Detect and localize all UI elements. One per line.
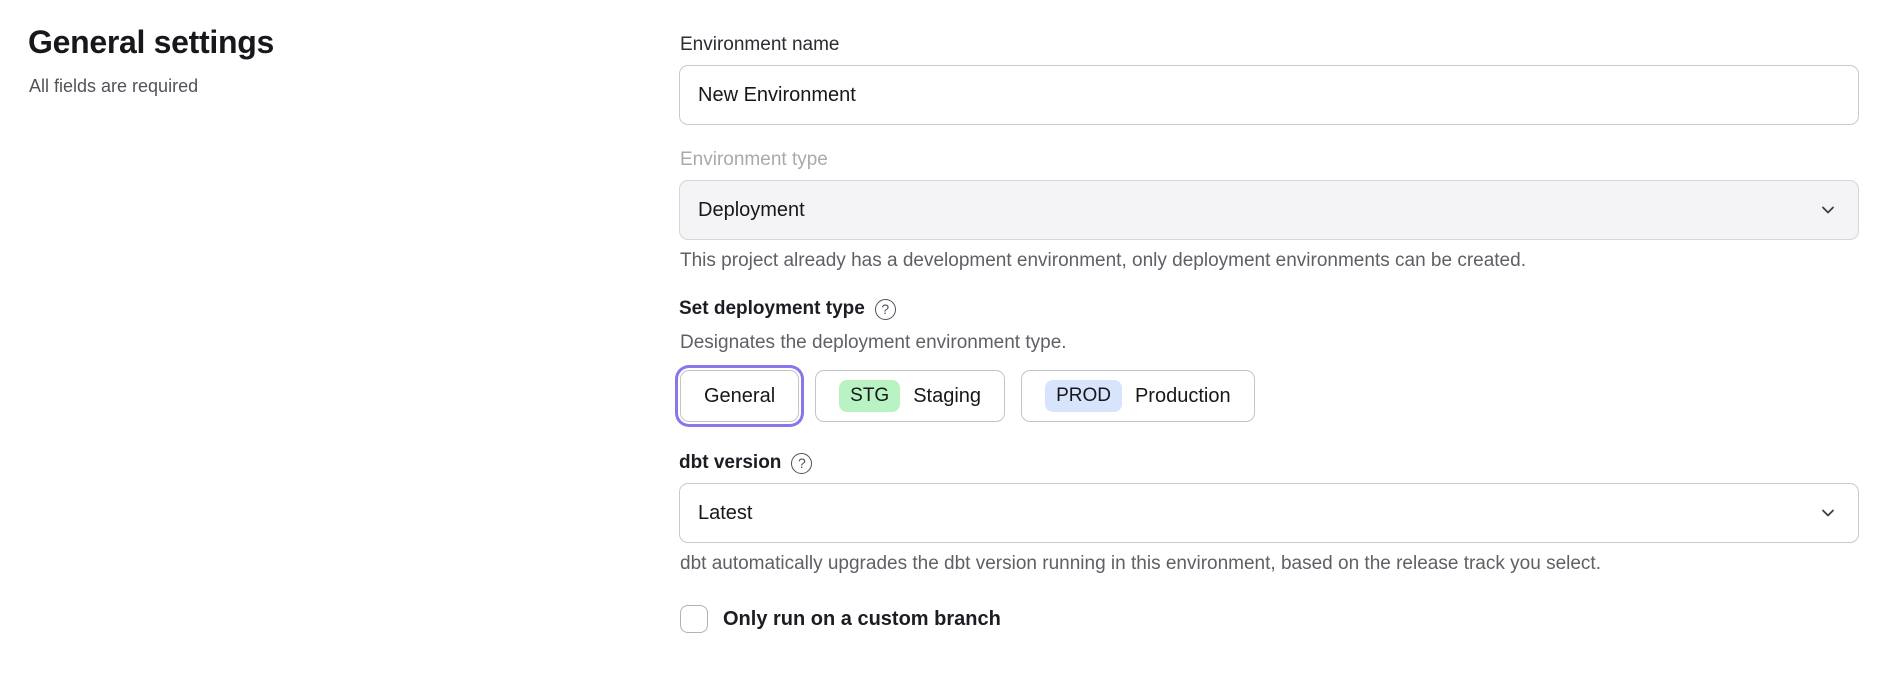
chevron-down-icon <box>1822 509 1834 517</box>
dbt-version-label-row: dbt version ? <box>679 452 1859 474</box>
dbt-version-label: dbt version <box>679 452 782 473</box>
environment-name-label: Environment name <box>680 34 840 55</box>
staging-badge: STG <box>839 380 901 412</box>
deployment-type-options: General STG Staging PROD Production <box>679 370 1859 422</box>
option-label: Production <box>1134 384 1231 407</box>
custom-branch-checkbox[interactable] <box>680 605 708 633</box>
environment-name-input[interactable] <box>679 65 1859 125</box>
deployment-type-option-production[interactable]: PROD Production <box>1021 370 1255 422</box>
help-icon[interactable]: ? <box>874 298 896 320</box>
help-icon[interactable]: ? <box>791 452 813 474</box>
settings-header: General settings All fields are required <box>28 24 588 97</box>
option-label: Staging <box>913 384 982 407</box>
dbt-version-value: Latest <box>698 501 753 524</box>
dbt-version-helper: dbt automatically upgrades the dbt versi… <box>680 553 1601 574</box>
production-badge: PROD <box>1045 380 1122 412</box>
option-label: General <box>704 384 776 407</box>
environment-type-label: Environment type <box>680 149 828 170</box>
environment-type-value: Deployment <box>698 198 805 221</box>
page-title: General settings <box>28 24 274 60</box>
environment-type-helper: This project already has a development e… <box>680 250 1526 271</box>
deployment-type-label-row: Set deployment type ? <box>679 298 1859 320</box>
deployment-type-label: Set deployment type <box>679 298 865 319</box>
deployment-type-option-staging[interactable]: STG Staging <box>815 370 1006 422</box>
deployment-type-description: Designates the deployment environment ty… <box>680 332 1067 353</box>
page-subtitle: All fields are required <box>29 76 199 96</box>
environment-type-select: Deployment <box>679 180 1859 240</box>
chevron-down-icon <box>1822 206 1834 214</box>
custom-branch-row: Only run on a custom branch <box>679 605 1859 633</box>
dbt-version-select[interactable]: Latest <box>679 483 1859 543</box>
general-settings-form: Environment name Environment type Deploy… <box>679 34 1859 633</box>
custom-branch-label[interactable]: Only run on a custom branch <box>723 607 1001 630</box>
deployment-type-option-general[interactable]: General <box>680 370 800 422</box>
